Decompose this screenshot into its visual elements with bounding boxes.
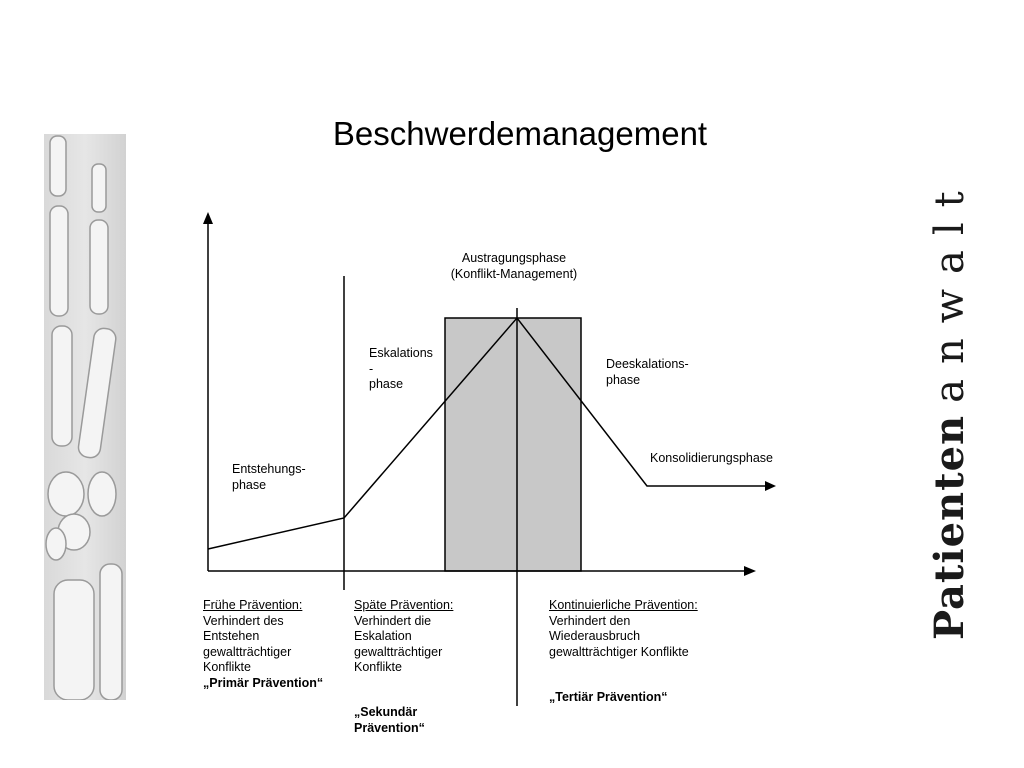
entstehung-line1: Entstehungs- xyxy=(232,462,306,476)
continuous-prevention-line: Verhindert den xyxy=(549,613,631,628)
y-axis-arrow xyxy=(203,212,213,224)
konsolidierung-label: Konsolidierungsphase xyxy=(650,451,774,465)
early-prevention-line: Entstehen xyxy=(203,629,260,643)
deeskalation-line1: Deeskalations- xyxy=(606,357,689,371)
deeskalation-label: Deeskalations- phase xyxy=(606,357,689,388)
primary-prevention-label: „Primär Prävention“ xyxy=(203,675,324,690)
austragung-line1: Austragungsphase xyxy=(461,251,567,265)
late-prevention-heading: Späte Prävention: xyxy=(354,598,454,612)
eskalation-line1: Eskalations xyxy=(369,346,433,360)
austragung-label: Austragungsphase (Konflikt-Management) xyxy=(442,251,586,282)
entstehung-label: Entstehungs- phase xyxy=(232,462,306,493)
late-prevention-line: gewaltträchtiger xyxy=(354,644,443,659)
secondary-prevention-line1: „Sekundär xyxy=(354,705,418,719)
early-prevention-line: gewaltträchtiger xyxy=(203,644,292,659)
eskalation-line2: - xyxy=(369,361,374,376)
hand-xray-image xyxy=(44,134,126,700)
entstehung-line2: phase xyxy=(232,477,267,492)
late-prevention-line: Verhindert die xyxy=(354,613,432,628)
early-prevention: Frühe Prävention: Verhindert des Entsteh… xyxy=(203,598,323,691)
continuous-prevention-line: gewaltträchtiger Konflikte xyxy=(549,644,689,659)
late-prevention: Späte Prävention: Verhindert die Eskalat… xyxy=(354,598,453,676)
conflict-curve xyxy=(207,316,765,550)
secondary-prevention-label: „Sekundär Prävention“ xyxy=(354,705,425,736)
curve-arrow xyxy=(765,481,776,491)
early-prevention-heading: Frühe Prävention: xyxy=(203,598,303,612)
secondary-prevention-line2: Prävention“ xyxy=(354,720,425,735)
continuous-prevention: Kontinuierliche Prävention: Verhindert d… xyxy=(549,598,698,660)
early-prevention-line: Konflikte xyxy=(203,660,251,674)
x-axis-arrow xyxy=(744,566,756,576)
eskalation-line3: phase xyxy=(369,377,404,391)
continuous-prevention-line: Wiederausbruch xyxy=(549,629,641,643)
eskalation-label: Eskalations - phase xyxy=(369,346,433,393)
deeskalation-line2: phase xyxy=(606,372,641,387)
late-prevention-line: Konflikte xyxy=(354,660,402,674)
early-prevention-line: Verhindert des xyxy=(203,613,284,628)
austragung-line2: (Konflikt-Management) xyxy=(450,266,578,281)
continuous-prevention-heading: Kontinuierliche Prävention: xyxy=(549,598,698,612)
austragung-box xyxy=(444,317,582,572)
tertiary-prevention-label: „Tertiär Prävention“ xyxy=(549,690,668,704)
page-title: Beschwerdemanagement xyxy=(332,115,708,152)
late-prevention-line: Eskalation xyxy=(354,629,412,643)
